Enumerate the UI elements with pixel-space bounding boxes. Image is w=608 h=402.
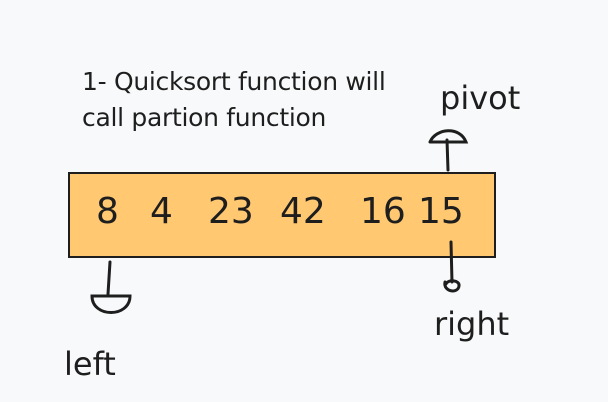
pivot-label: pivot [440,79,521,117]
left-label: left [64,345,116,383]
note-line-2: call partion function [82,103,327,132]
array-element-0: 8 [96,191,119,232]
array-element-2: 23 [208,191,254,232]
note-line-1: 1- Quicksort function will [82,67,386,96]
right-pointer-icon [443,240,461,293]
array-box [68,172,496,258]
array-element-4: 16 [360,191,406,232]
pivot-arrow-icon [428,129,469,172]
left-pointer-icon [90,260,132,314]
right-label: right [434,305,510,343]
quicksort-note: 1- Quicksort function will call partion … [82,64,386,136]
array-element-3: 42 [280,191,326,232]
array-element-5: 15 [418,191,464,232]
array-element-1: 4 [150,191,173,232]
